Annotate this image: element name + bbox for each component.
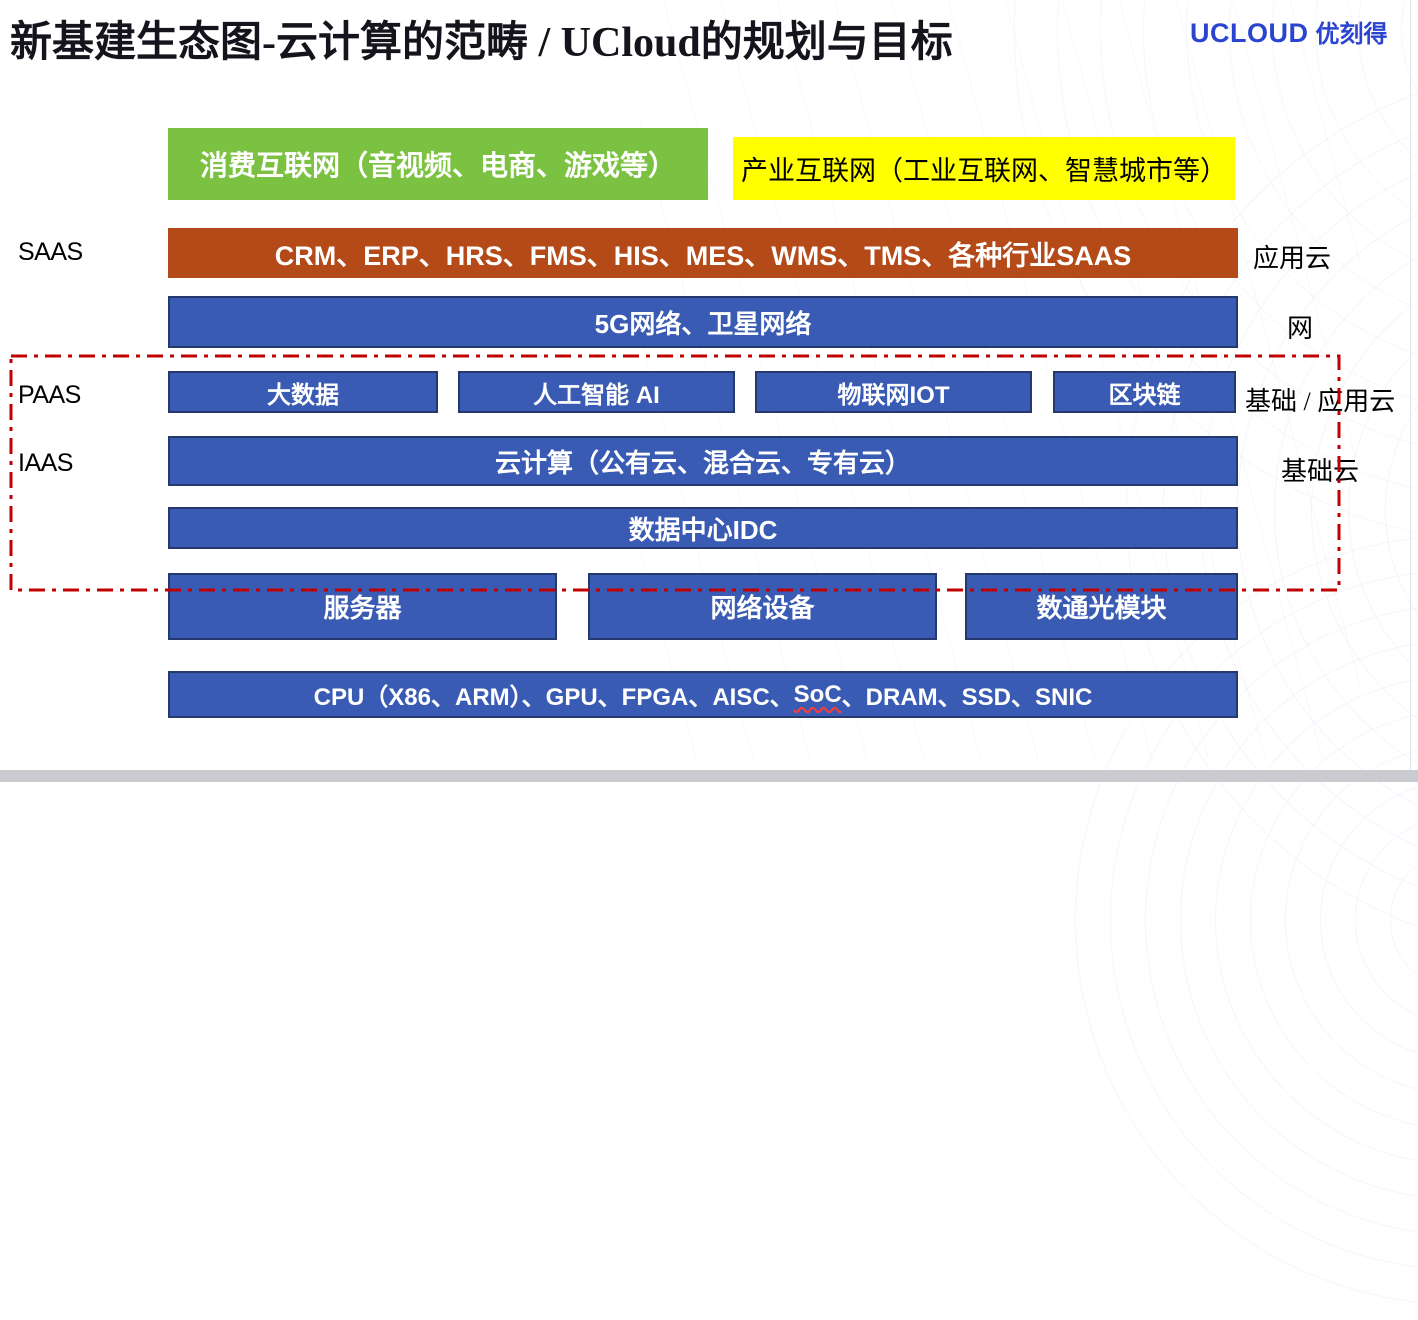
layer-label-saas: SAAS (18, 238, 83, 266)
paas-box-ai: 人工智能 AI (458, 371, 735, 413)
paas-box-blockchain: 区块链 (1053, 371, 1236, 413)
right-label-network: 网 (1287, 314, 1314, 343)
chips-text-prefix: CPU（X86、ARM）、GPU、FPGA、AISC、 (313, 684, 794, 711)
network-5g-bar: 5G网络、卫星网络 (168, 296, 1238, 348)
hw-box-optical-module: 数通光模块 (965, 573, 1238, 640)
slide-right-edge (1410, 0, 1411, 770)
right-label-app-cloud: 应用云 (1253, 244, 1332, 273)
idc-bar: 数据中心IDC (168, 507, 1238, 549)
ucloud-logo-latin: UCLOUD (1190, 18, 1309, 48)
watermark-rings-bottom (1060, 520, 1418, 1320)
chips-bar: CPU（X86、ARM）、GPU、FPGA、AISC、SoC、DRAM、SSD、… (168, 671, 1238, 718)
layer-label-paas: PAAS (18, 381, 81, 409)
page-title: 新基建生态图-云计算的范畴 / UCloud的规划与目标 (10, 20, 953, 66)
saas-apps-bar: CRM、ERP、HRS、FMS、HIS、MES、WMS、TMS、各种行业SAAS (168, 228, 1238, 278)
industrial-internet-bar: 产业互联网（工业互联网、智慧城市等） (733, 137, 1235, 200)
paas-box-iot: 物联网IOT (755, 371, 1032, 413)
bottom-gray-strip (0, 770, 1418, 782)
layer-label-iaas: IAAS (18, 449, 73, 477)
hw-box-server: 服务器 (168, 573, 557, 640)
right-label-base-app-cloud: 基础 / 应用云 (1245, 387, 1396, 416)
chips-text-soc-misspelled: SoC (793, 680, 842, 708)
ucloud-logo-cjk: 优刻得 (1315, 21, 1388, 48)
chips-text-suffix: 、DRAM、SSD、SNIC (841, 684, 1093, 711)
watermark-rings-top (980, 0, 1418, 580)
consumer-internet-bar: 消费互联网（音视频、电商、游戏等） (168, 128, 708, 200)
right-label-base-cloud: 基础云 (1281, 457, 1360, 486)
cloud-computing-bar: 云计算（公有云、混合云、专有云） (168, 436, 1238, 486)
hw-box-network-equipment: 网络设备 (588, 573, 937, 640)
paas-box-bigdata: 大数据 (168, 371, 438, 413)
